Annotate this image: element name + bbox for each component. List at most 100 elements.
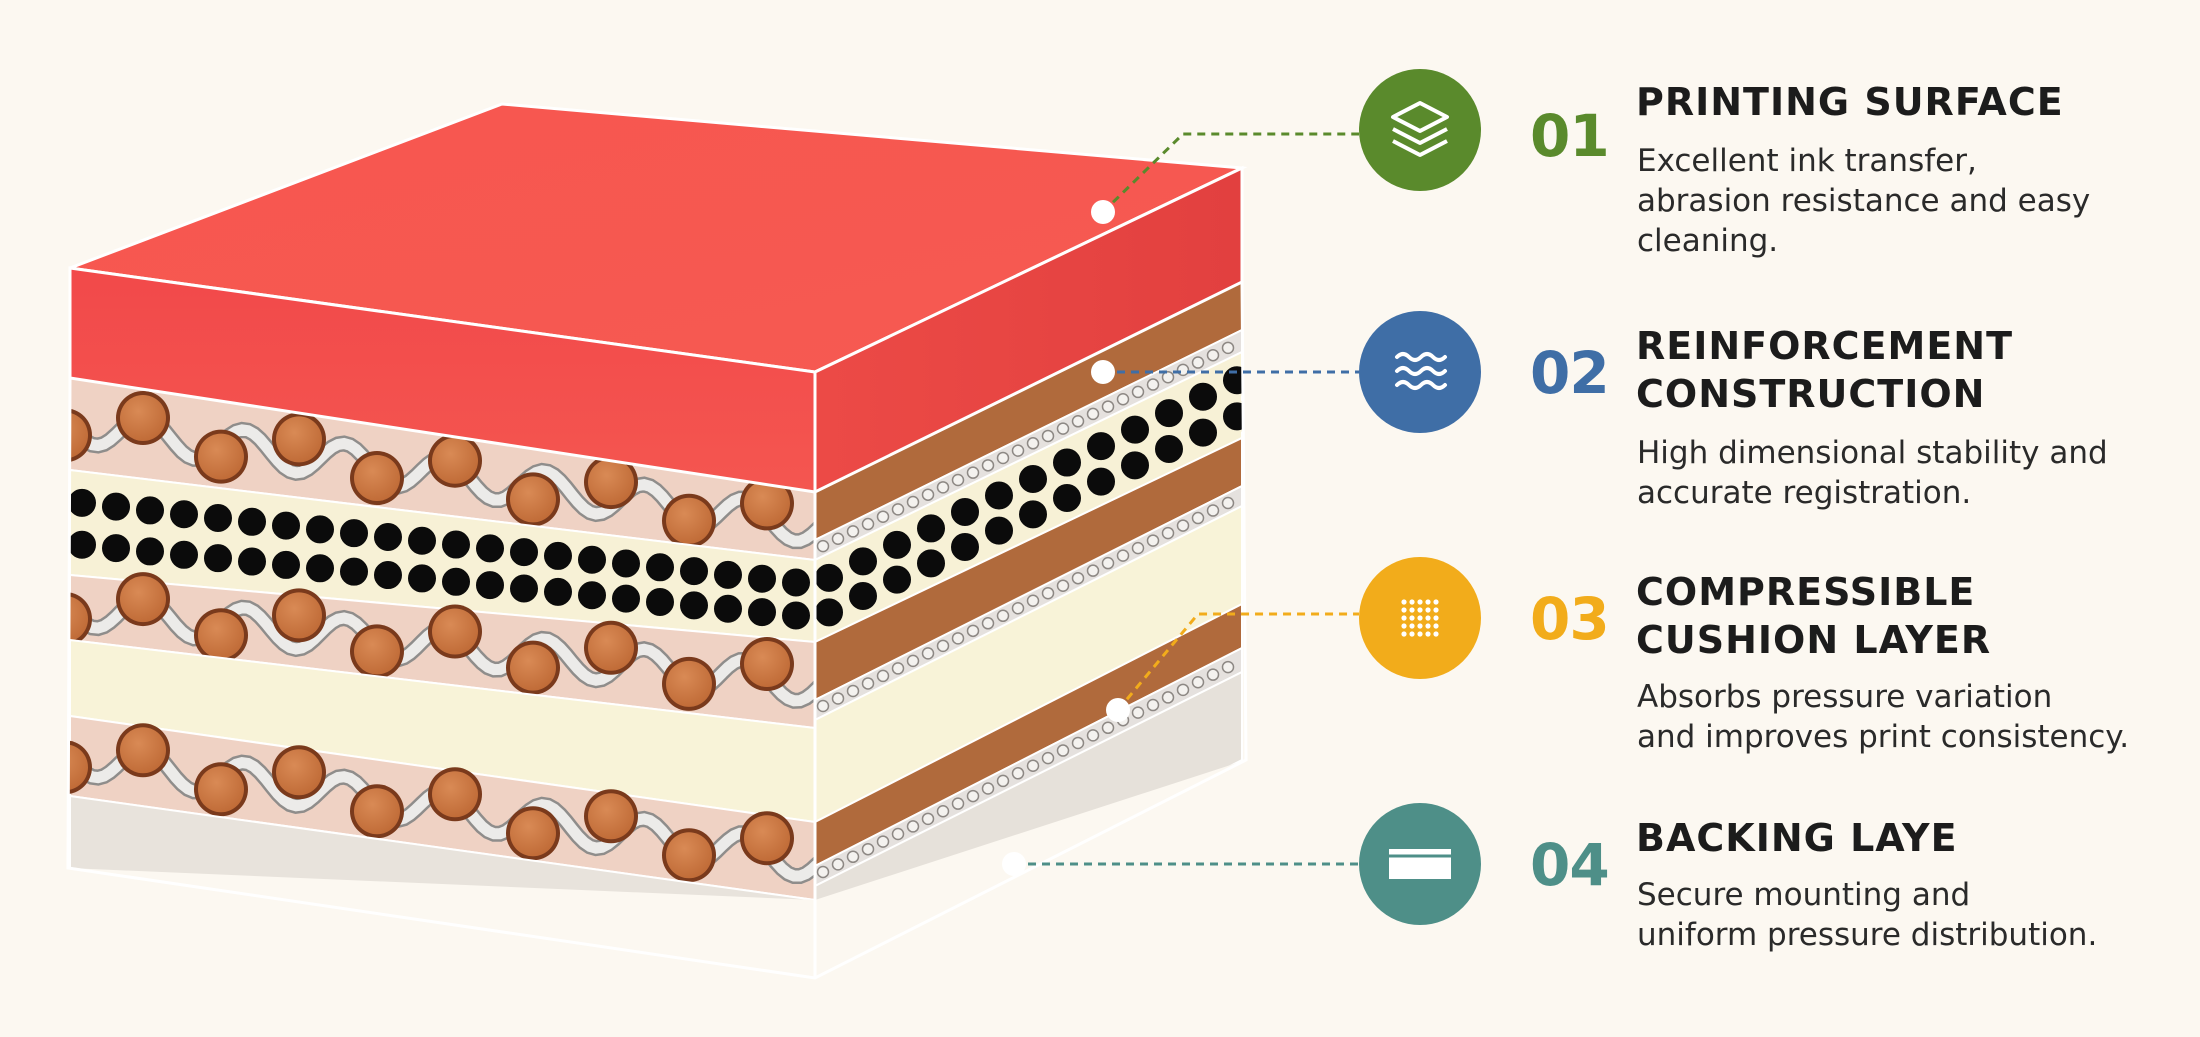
grid-dot (1433, 599, 1439, 605)
black-bead (1221, 400, 1246, 433)
grid-dot (1409, 607, 1415, 613)
fiber-bead (68, 744, 88, 791)
thread-dot (966, 624, 980, 638)
black-bead (202, 502, 234, 535)
thread-dot (906, 820, 920, 833)
fiber-bead (354, 628, 400, 675)
black-bead (1153, 397, 1185, 430)
black-bead (915, 512, 947, 545)
layer-title: BACKING LAYE (1636, 816, 1958, 860)
black-bead (1085, 430, 1117, 463)
black-bead (780, 566, 812, 599)
thread-dot (981, 782, 995, 795)
black-bead (949, 530, 981, 563)
grid-dot (1401, 607, 1407, 613)
black-bead (68, 528, 98, 561)
thread-dot (1161, 526, 1175, 540)
callout-icon-04 (1359, 803, 1481, 925)
thread-dot (861, 517, 875, 531)
layer-description: Absorbs pressure variation and improves … (1637, 679, 2130, 755)
thread-dot (966, 789, 980, 803)
fiber-bead (510, 810, 556, 857)
thread-dot (981, 617, 995, 630)
black-bead (134, 494, 166, 527)
side-band-backing (815, 670, 1243, 900)
thread-dot (936, 481, 950, 494)
thread-dot (891, 503, 905, 516)
thread-dot (1011, 767, 1025, 780)
grid-dot (1417, 631, 1423, 637)
black-bead (746, 596, 778, 629)
fiber-bead (120, 727, 166, 774)
thread-dot (1116, 549, 1130, 562)
thread-dot (1026, 437, 1040, 450)
callout-icon-03 (1359, 557, 1481, 679)
black-bead (881, 563, 913, 596)
grid-dot (1409, 615, 1415, 621)
black-bead (372, 520, 404, 553)
layer-description: Excellent ink transfer, abrasion resista… (1637, 143, 2091, 259)
thread-dot (936, 805, 950, 818)
black-bead (270, 548, 302, 581)
fiber-bead (198, 766, 244, 813)
black-bead (847, 545, 879, 578)
thread-dot (891, 662, 905, 675)
layer-description: High dimensional stability and accurate … (1637, 435, 2108, 511)
black-bead (304, 552, 336, 585)
fiber-bead (744, 815, 790, 862)
fiber-bead (276, 592, 322, 639)
layers-icon (1391, 101, 1449, 157)
thread-dot (1191, 356, 1205, 369)
thread-dot (1131, 541, 1145, 555)
black-bead (780, 599, 812, 632)
thread-dot (951, 632, 965, 645)
thread-dot (831, 692, 845, 705)
black-bead (1017, 463, 1049, 496)
grid-dot (1401, 623, 1407, 629)
grid-dot (1401, 631, 1407, 637)
fiber-bead (588, 624, 634, 671)
grid-dot (1417, 615, 1423, 621)
thread-dot (906, 654, 920, 668)
grid-dot (1425, 631, 1431, 637)
fiber-bead (120, 394, 166, 441)
layer-title: REINFORCEMENT CONSTRUCTION (1636, 324, 2014, 416)
thread-dot (1206, 504, 1220, 517)
thread-dot (816, 865, 830, 879)
grid-dot (1433, 623, 1439, 629)
thread-dot (1221, 660, 1235, 674)
thread-dot (981, 459, 995, 472)
thread-dot (1071, 415, 1085, 428)
fiber-bead (354, 455, 400, 502)
fiber-bead (744, 641, 790, 688)
thread-dot (921, 647, 935, 660)
thread-dot (831, 858, 845, 871)
black-bead (338, 555, 370, 588)
leader-line-01 (1101, 132, 1359, 214)
black-bead (1119, 449, 1151, 482)
black-bead (1187, 416, 1219, 449)
thread-dot (1011, 602, 1025, 615)
black-bead (1051, 446, 1083, 479)
thread-dot (1026, 594, 1040, 607)
thread-dot (996, 609, 1010, 623)
grid-dot (1409, 623, 1415, 629)
black-bead (576, 543, 608, 576)
grid-dot (1401, 615, 1407, 621)
anchor-dot-04 (1002, 852, 1026, 876)
black-bead (338, 517, 370, 550)
black-bead (746, 562, 778, 595)
thread-dot (996, 451, 1010, 465)
thread-dot (1071, 736, 1085, 750)
thread-dot (1161, 691, 1175, 704)
layer-number: 02 (1530, 339, 1610, 407)
fiber-bead (666, 497, 712, 544)
black-bead (915, 547, 947, 580)
black-bead (644, 551, 676, 584)
thread-dot (1116, 392, 1130, 406)
black-bead (1187, 380, 1219, 413)
waves-icon (1395, 352, 1447, 390)
thread-dot (1086, 564, 1100, 577)
thread-dot (1221, 496, 1235, 510)
